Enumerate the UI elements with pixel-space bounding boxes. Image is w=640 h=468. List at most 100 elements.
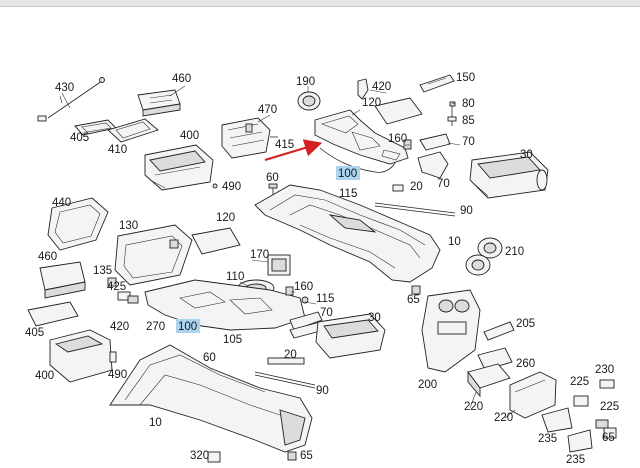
part-bracket-470	[221, 117, 278, 159]
part-small-20-mid	[267, 357, 305, 365]
callout-label-410: 410	[108, 144, 127, 156]
part-panel-130	[114, 224, 193, 286]
callout-label-120b: 120	[216, 212, 235, 224]
callout-label-205: 205	[516, 318, 535, 330]
callout-label-220a: 220	[464, 401, 483, 413]
callout-label-190: 190	[296, 76, 315, 88]
callout-label-110: 110	[226, 271, 244, 283]
part-cable-115	[319, 147, 396, 173]
callout-label-405a: 405	[70, 132, 89, 144]
part-tray-220a	[467, 363, 511, 398]
callout-label-135: 135	[93, 265, 112, 277]
callout-label-170: 170	[250, 249, 269, 261]
part-clip-420-top	[357, 78, 369, 100]
callout-label-320: 320	[190, 450, 209, 462]
part-box-30-top	[469, 151, 549, 199]
part-console-10-lower	[109, 344, 313, 453]
part-frame-410	[107, 118, 159, 143]
callout-label-400a: 400	[180, 130, 199, 142]
callout-label-460a: 460	[172, 73, 191, 85]
callout-label-160b: 160	[294, 281, 313, 293]
callout-label-490b: 490	[108, 369, 127, 381]
part-clip-65-bottom	[287, 451, 297, 461]
part-knob-135	[107, 277, 139, 304]
callout-label-90a: 90	[460, 205, 473, 217]
callout-label-105: 105	[223, 334, 242, 346]
part-screw-80-85	[447, 101, 457, 126]
part-clip-160-top	[403, 139, 412, 150]
part-part-260	[477, 347, 513, 371]
part-switch-225b	[595, 419, 609, 429]
callout-label-130: 130	[119, 220, 138, 232]
callout-label-210: 210	[505, 246, 524, 258]
callout-label-30a: 30	[520, 149, 533, 161]
callout-label-235b: 235	[566, 454, 585, 466]
callout-label-460b: 460	[38, 251, 57, 263]
callout-label-115b: 115	[316, 293, 334, 305]
part-box-30-mid	[315, 313, 386, 359]
callout-label-100a: 100	[338, 168, 357, 180]
part-module-460-top	[137, 89, 181, 117]
part-bracket-70-top	[419, 133, 451, 151]
callout-label-65a: 65	[407, 294, 420, 306]
callout-label-230: 230	[595, 364, 614, 376]
part-tray-220b	[509, 371, 557, 419]
callout-label-20b: 20	[284, 349, 297, 361]
callout-label-70a: 70	[462, 136, 475, 148]
callout-label-430: 430	[55, 82, 74, 94]
callout-label-10a: 10	[448, 236, 461, 248]
part-pin-320	[207, 451, 221, 463]
part-rod-90-top	[374, 202, 456, 217]
callout-label-85: 85	[462, 115, 475, 127]
part-tray-400-mid	[49, 329, 117, 383]
part-strip-150	[419, 74, 455, 93]
callout-label-150: 150	[456, 72, 475, 84]
callout-label-270: 270	[146, 321, 165, 333]
callout-label-115: 115	[339, 188, 357, 200]
part-pad-120-top	[374, 97, 423, 125]
callout-label-470: 470	[258, 104, 277, 116]
part-cover-100-top	[314, 109, 409, 165]
part-module-460-mid	[39, 261, 86, 299]
callout-label-80: 80	[462, 98, 475, 110]
callout-label-90b: 90	[316, 385, 329, 397]
part-strip-205	[483, 321, 515, 341]
leader-lines	[61, 85, 516, 419]
callout-label-225a: 225	[570, 376, 589, 388]
callout-label-440: 440	[52, 197, 71, 209]
part-switch-230	[599, 379, 615, 389]
callout-label-65c: 65	[300, 450, 313, 462]
callout-label-60a: 60	[266, 172, 279, 184]
part-cover-100-mid	[144, 279, 309, 331]
callout-label-225b: 225	[600, 401, 619, 413]
callout-label-420a: 420	[372, 81, 391, 93]
callout-label-20a: 20	[410, 181, 423, 193]
callout-label-200: 200	[418, 379, 437, 391]
part-vent-210	[465, 237, 503, 276]
callout-label-405b: 405	[25, 327, 44, 339]
part-frame-440	[47, 197, 109, 251]
part-clip-160-mid	[285, 286, 294, 296]
part-switch-235b	[567, 429, 593, 453]
callout-label-100b: 100	[178, 321, 197, 333]
callout-label-120a: 120	[362, 97, 381, 109]
callout-label-490a: 490	[222, 181, 241, 193]
part-tray-400-top	[144, 144, 218, 191]
callout-label-65b: 65	[602, 432, 615, 444]
part-console-10-top	[254, 184, 441, 283]
callout-label-70b: 70	[437, 178, 450, 190]
callout-label-70c: 70	[320, 307, 333, 319]
callout-label-220b: 220	[494, 412, 513, 424]
part-rod-90-mid	[254, 371, 316, 389]
callout-highlight-100b	[176, 319, 200, 333]
part-bracket-70-mid	[417, 151, 449, 179]
part-clip-65-right-bottom	[603, 427, 617, 439]
part-pad-120-mid	[191, 227, 241, 255]
part-clip-65-right	[411, 285, 421, 295]
part-mat-405-mid	[27, 301, 79, 327]
part-switch-225a	[573, 395, 589, 407]
callout-label-30b: 30	[368, 312, 381, 324]
callout-label-60b: 60	[203, 352, 216, 364]
